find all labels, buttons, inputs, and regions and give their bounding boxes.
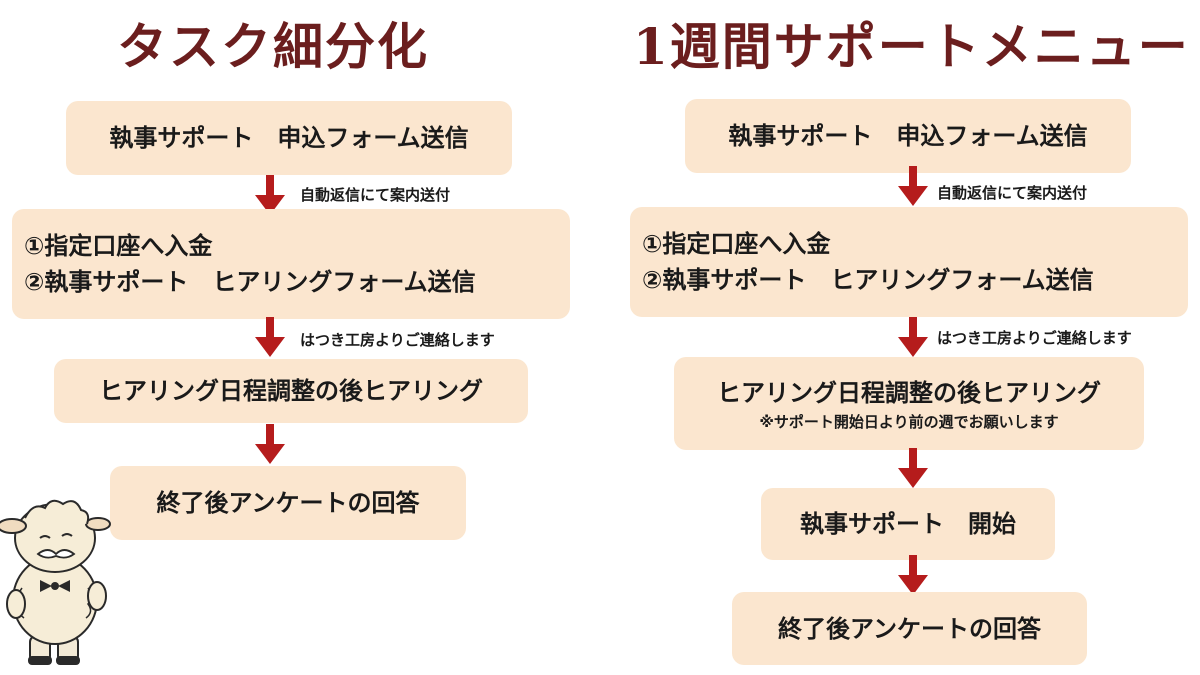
right-title: 1週間サポートメニュー [633, 17, 1190, 76]
right-caption-auto-reply: 自動返信にて案内送付 [937, 184, 1088, 202]
left-arrow-3 [255, 424, 285, 466]
right-step-support-start-label: 執事サポート 開始 [800, 510, 1016, 538]
left-arrow-2 [255, 317, 285, 359]
right-step-survey: 終了後アンケートの回答 [732, 592, 1087, 665]
left-step-survey-label: 終了後アンケートの回答 [156, 489, 420, 517]
right-step-apply-form: 執事サポート 申込フォーム送信 [685, 99, 1131, 173]
left-step-hearing-schedule-label: ヒアリング日程調整の後ヒアリング [99, 377, 483, 405]
right-step-hearing-schedule: ヒアリング日程調整の後ヒアリング ※サポート開始日より前の週でお願いします [674, 357, 1144, 450]
right-arrow-2 [898, 317, 928, 359]
right-step-hearing-note: ※サポート開始日より前の週でお願いします [759, 412, 1059, 431]
left-step-hearing-form-label: ②執事サポート ヒアリングフォーム送信 [24, 268, 476, 296]
left-caption-contact: はつき工房よりご連絡します [300, 331, 495, 349]
right-arrow-3 [898, 448, 928, 490]
right-step-hearing-form-label: ②執事サポート ヒアリングフォーム送信 [642, 266, 1094, 294]
right-step-hearing-schedule-label: ヒアリング日程調整の後ヒアリング [717, 378, 1101, 407]
left-step-survey: 終了後アンケートの回答 [110, 466, 466, 540]
left-step-payment-hearing-form: ①指定口座へ入金 ②執事サポート ヒアリングフォーム送信 [12, 209, 570, 319]
right-step-payment-label: ①指定口座へ入金 [642, 230, 831, 258]
right-caption-contact: はつき工房よりご連絡します [937, 329, 1132, 347]
right-arrow-1 [898, 166, 928, 208]
right-step-support-start: 執事サポート 開始 [761, 488, 1055, 560]
right-step-apply-form-label: 執事サポート 申込フォーム送信 [728, 122, 1088, 150]
right-arrow-4 [898, 555, 928, 597]
right-step-survey-label: 終了後アンケートの回答 [777, 614, 1042, 643]
left-step-apply-form: 執事サポート 申込フォーム送信 [66, 101, 512, 175]
left-title: タスク細分化 [117, 17, 429, 76]
left-caption-auto-reply: 自動返信にて案内送付 [300, 186, 451, 204]
left-step-apply-form-label: 執事サポート 申込フォーム送信 [109, 124, 469, 152]
left-step-payment-label: ①指定口座へ入金 [24, 232, 213, 260]
right-step-payment-hearing-form: ①指定口座へ入金 ②執事サポート ヒアリングフォーム送信 [630, 207, 1188, 317]
sheep-butler-mascot-icon [0, 499, 111, 665]
left-step-hearing-schedule: ヒアリング日程調整の後ヒアリング [54, 359, 528, 423]
